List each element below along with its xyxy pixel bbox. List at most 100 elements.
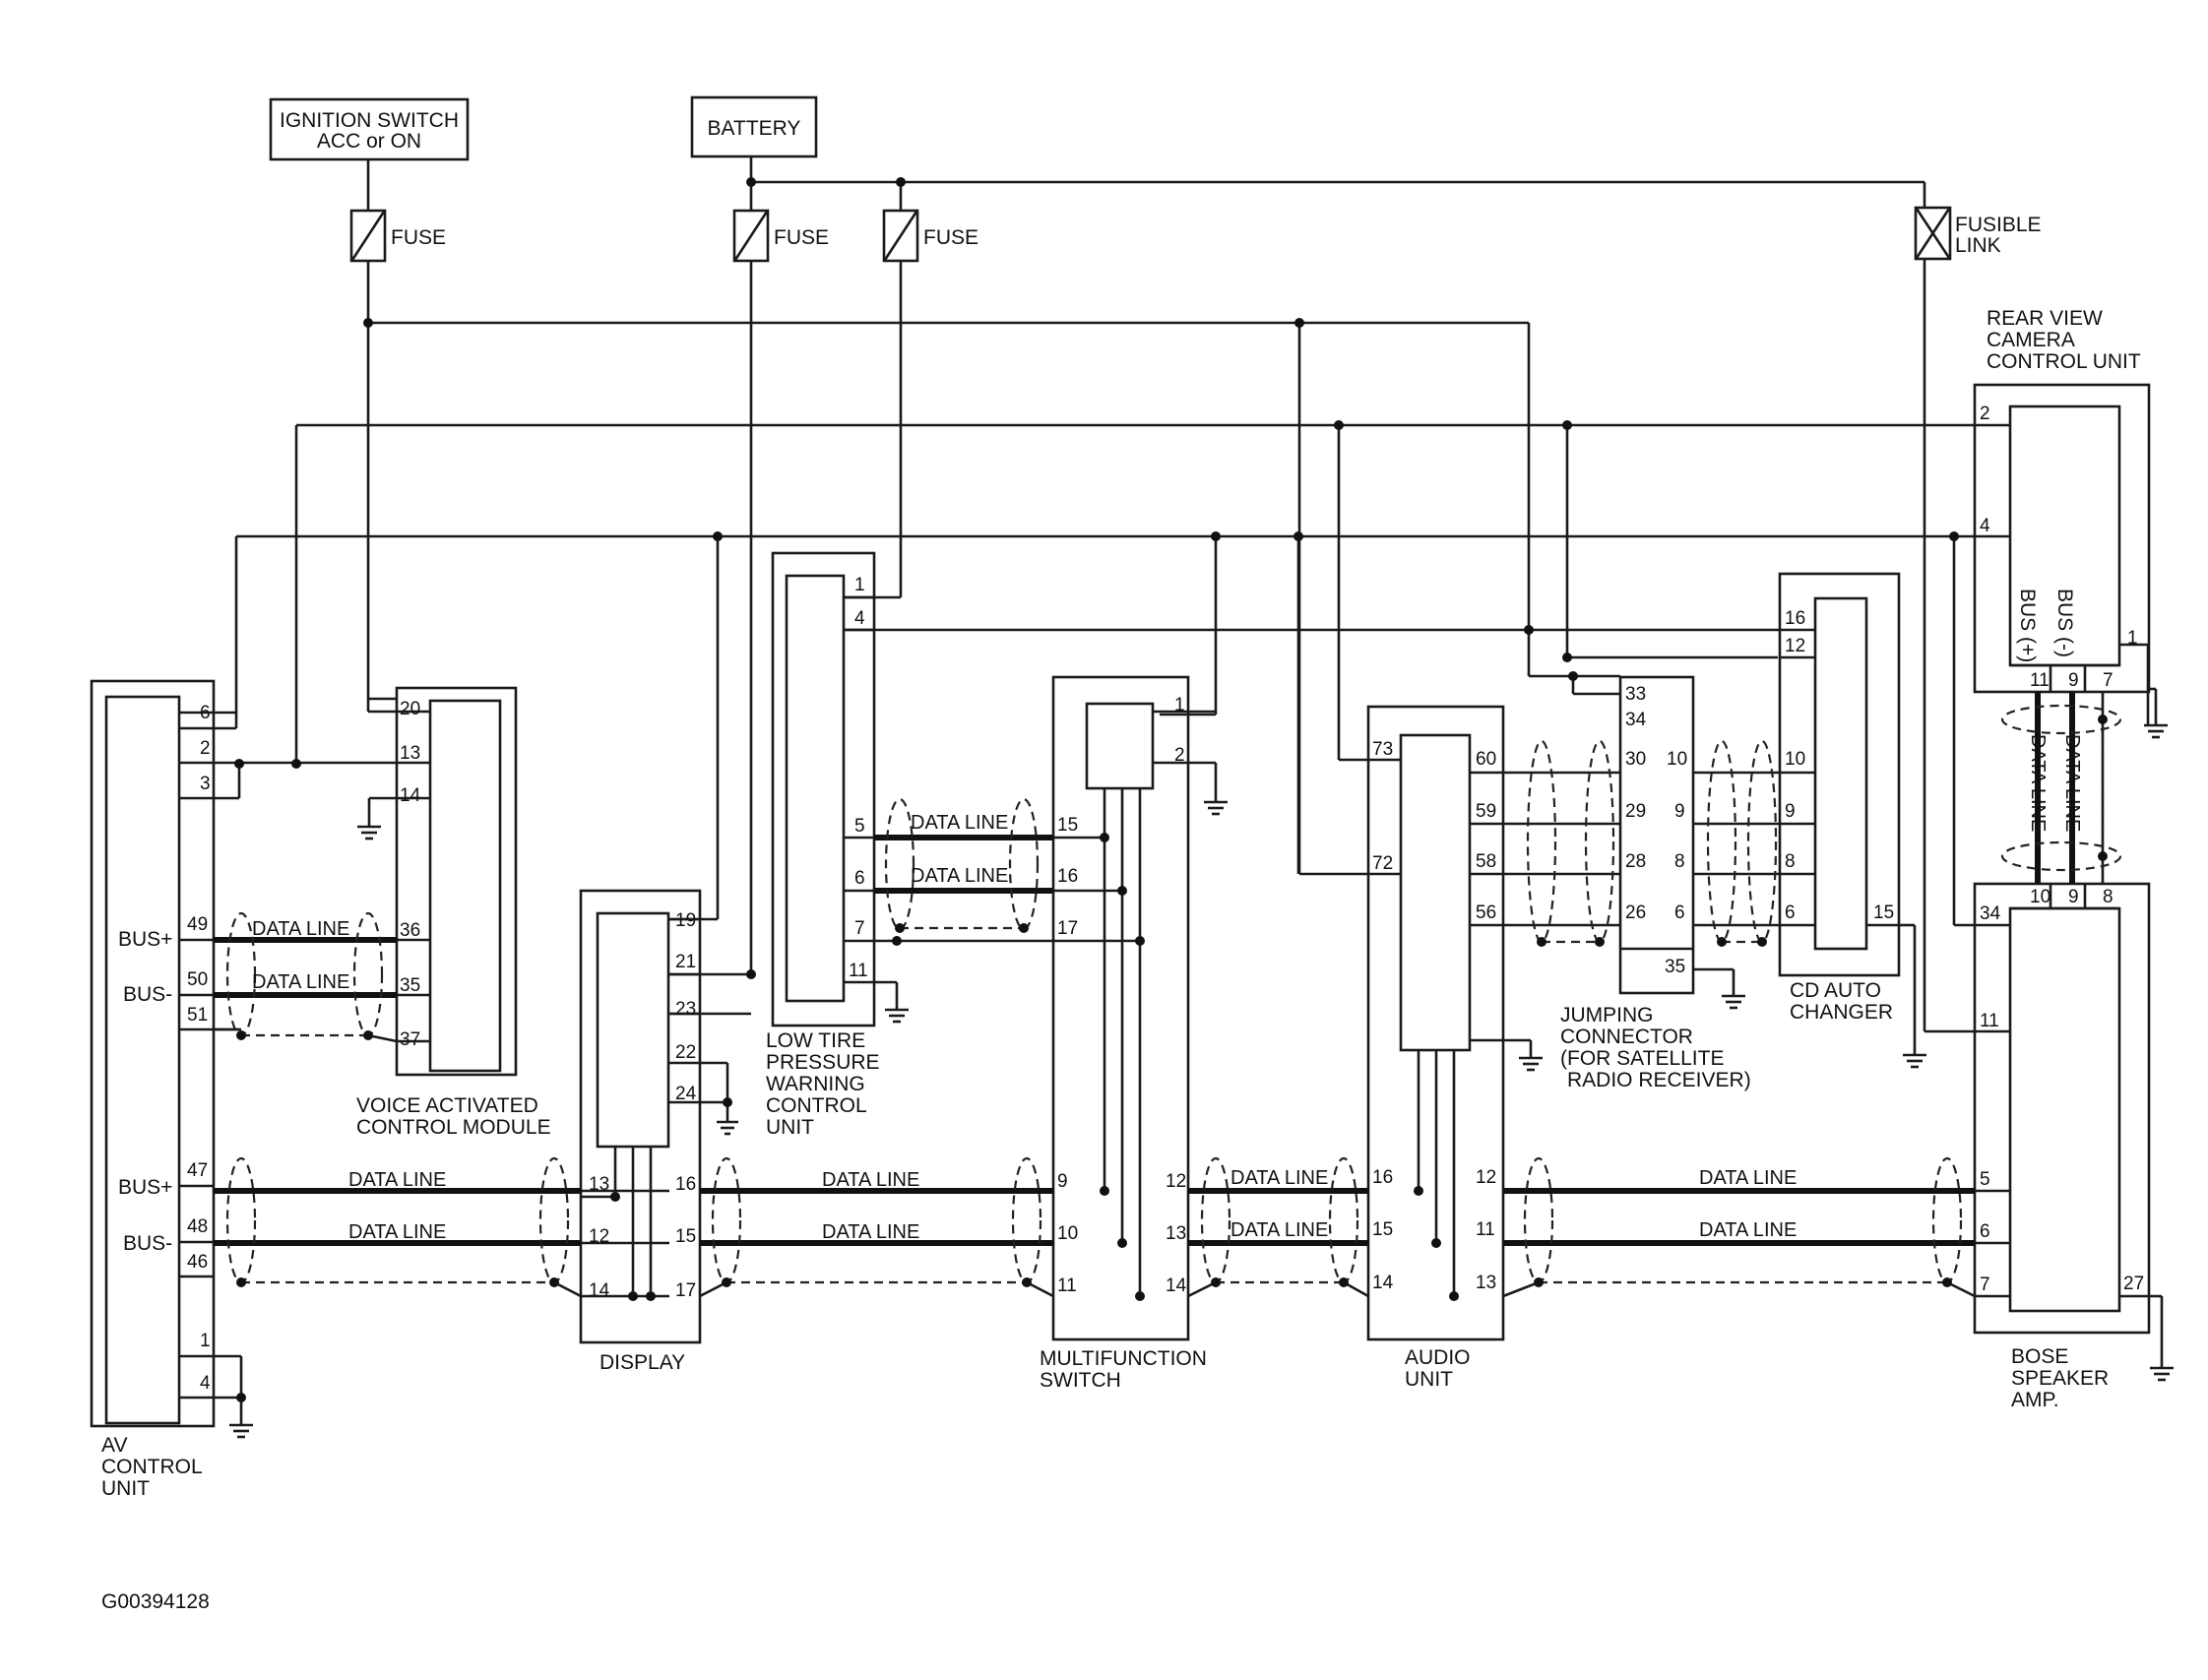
data-line-label: DATA LINE [822,1221,919,1243]
bose-amp-label: AMP. [2011,1389,2059,1411]
pin-label: 7 [1980,1275,1990,1295]
bose-amp-label: SPEAKER [2011,1367,2109,1390]
data-line-label: DATA LINE [1699,1219,1797,1241]
fuse-label: FUSE [774,226,829,249]
pin-label: 10 [2030,887,2050,907]
multifunction-wiring [1188,710,1228,816]
av-control-unit-label: CONTROL [101,1456,203,1478]
pin-label: 50 [187,969,208,990]
bus-plus-label: BUS+ [118,928,172,951]
pin-label: 20 [400,699,420,719]
pin-label: 5 [1980,1169,1990,1190]
pin-label: 4 [854,608,865,629]
ignition-switch-label: IGNITION SWITCH [280,109,459,132]
av-control-unit-label: AV [101,1434,127,1457]
pin-label: 34 [1980,903,2001,924]
pin-label: 7 [2103,670,2113,691]
audio-unit-label: UNIT [1405,1368,1453,1391]
pin-label: 47 [187,1160,208,1181]
pin-label: 23 [675,999,696,1020]
pin-label: 9 [1674,801,1685,822]
low-tire-label: UNIT [766,1116,814,1139]
pin-label: 12 [1166,1171,1186,1192]
data-line-label: DATA LINE [1230,1167,1328,1189]
data-line-label: DATA LINE [2027,734,2049,832]
pin-label: 14 [589,1280,610,1301]
pin-label: 9 [1057,1171,1068,1192]
diagram-code: G00394128 [101,1590,210,1613]
rear-camera-label: REAR VIEW [1987,307,2103,330]
data-line-label: DATA LINE [1699,1167,1797,1189]
pin-label: 35 [1665,957,1685,977]
jumping-connector-label: RADIO RECEIVER) [1567,1069,1751,1091]
multifunction-label: MULTIFUNCTION [1040,1347,1207,1370]
data-line-label: DATA LINE [348,1169,446,1191]
jumping-connector-label: JUMPING [1560,1004,1654,1027]
fuse-battery-2: FUSE [882,209,978,263]
pin-label: 22 [675,1042,696,1063]
audio-unit-label: AUDIO [1405,1346,1471,1369]
pin-label: 12 [1476,1167,1496,1188]
pin-label: 6 [200,703,211,723]
junction-dots [234,177,2108,1402]
pin-label: 2 [1980,404,1990,424]
fuse-label: FUSE [391,226,446,249]
pin-label: 10 [1667,749,1687,770]
pin-label: 2 [1174,745,1185,766]
bose-speaker-amp: 10 9 8 34 11 5 6 7 27 BOSE SPEAKER AMP. [1973,882,2151,1411]
bus-minus-label: BUS- [123,983,172,1006]
pin-label: 15 [1873,902,1894,923]
display-label: DISPLAY [599,1351,685,1374]
pin-label: 1 [854,575,865,595]
data-line-label: DATA LINE [911,812,1008,834]
data-line-label: DATA LINE [911,865,1008,887]
power-wiring [178,156,2150,1033]
rear-view-camera-control-unit: 2 4 1 11 9 7 REAR VIEW CAMERA CONTROL UN… [1973,307,2151,694]
pin-label: 3 [200,774,211,794]
pin-label: 16 [1057,866,1078,887]
pin-label: 11 [1476,1219,1495,1240]
ignition-switch-sublabel: ACC or ON [317,130,421,153]
pin-label: 6 [1785,902,1796,923]
pin-label: 16 [1372,1167,1393,1188]
pin-label: 11 [849,961,868,981]
pin-label: 36 [400,920,420,941]
pin-label: 15 [1057,815,1078,836]
pin-label: 16 [675,1174,696,1195]
voice-module-label: VOICE ACTIVATED [356,1094,538,1117]
av-ground [229,1417,253,1439]
pin-label: 15 [675,1226,696,1247]
main-bus-wiring: DATA LINE DATA LINE DATA LINE DATA LINE … [214,1156,1976,1298]
pin-label: 11 [1057,1276,1077,1296]
pin-label: 1 [2127,628,2138,649]
battery-box: BATTERY [690,95,818,158]
rear-camera-label: CONTROL UNIT [1987,350,2141,373]
data-line-label: DATA LINE [348,1221,446,1243]
data-line-label: DATA LINE [252,918,349,940]
camera-ground [2144,687,2168,739]
bus-plus-label: BUS+ [118,1176,172,1199]
pin-label: 14 [400,785,421,806]
voice-wiring: DATA LINE DATA LINE [214,699,398,1043]
bose-ground [2149,1294,2174,1382]
audio-unit: 73 72 60 59 58 56 16 15 14 12 11 13 AUDI… [1366,705,1543,1391]
pin-label: 5 [854,816,865,837]
data-line-label: DATA LINE [2061,734,2083,832]
pin-label: 60 [1476,749,1496,770]
pin-label: 14 [1166,1276,1187,1296]
low-tire-pressure-unit: 1 4 5 6 7 11 LOW TIRE PRESSURE WARNING C… [766,551,880,1139]
pin-label: 24 [675,1084,697,1104]
voice-activated-control-module: 20 13 14 36 35 37 VOICE ACTIVATED CONTRO… [356,686,551,1139]
low-tire-label: WARNING [766,1073,865,1095]
jumping-connector-label: (FOR SATELLITE [1560,1047,1724,1070]
cd-changer-label: CHANGER [1790,1001,1893,1024]
display-unit: 19 21 23 22 24 13 12 14 16 15 17 DISPLAY [579,889,702,1374]
multifunction-label: SWITCH [1040,1369,1121,1392]
voice-ground [357,825,381,840]
voice-module-label: CONTROL MODULE [356,1116,551,1139]
pin-label: 9 [2068,887,2079,907]
bose-amp-label: BOSE [2011,1345,2068,1368]
pin-label: 34 [1625,710,1647,730]
jumping-connector-label: CONNECTOR [1560,1026,1693,1048]
low-tire-label: PRESSURE [766,1051,880,1074]
